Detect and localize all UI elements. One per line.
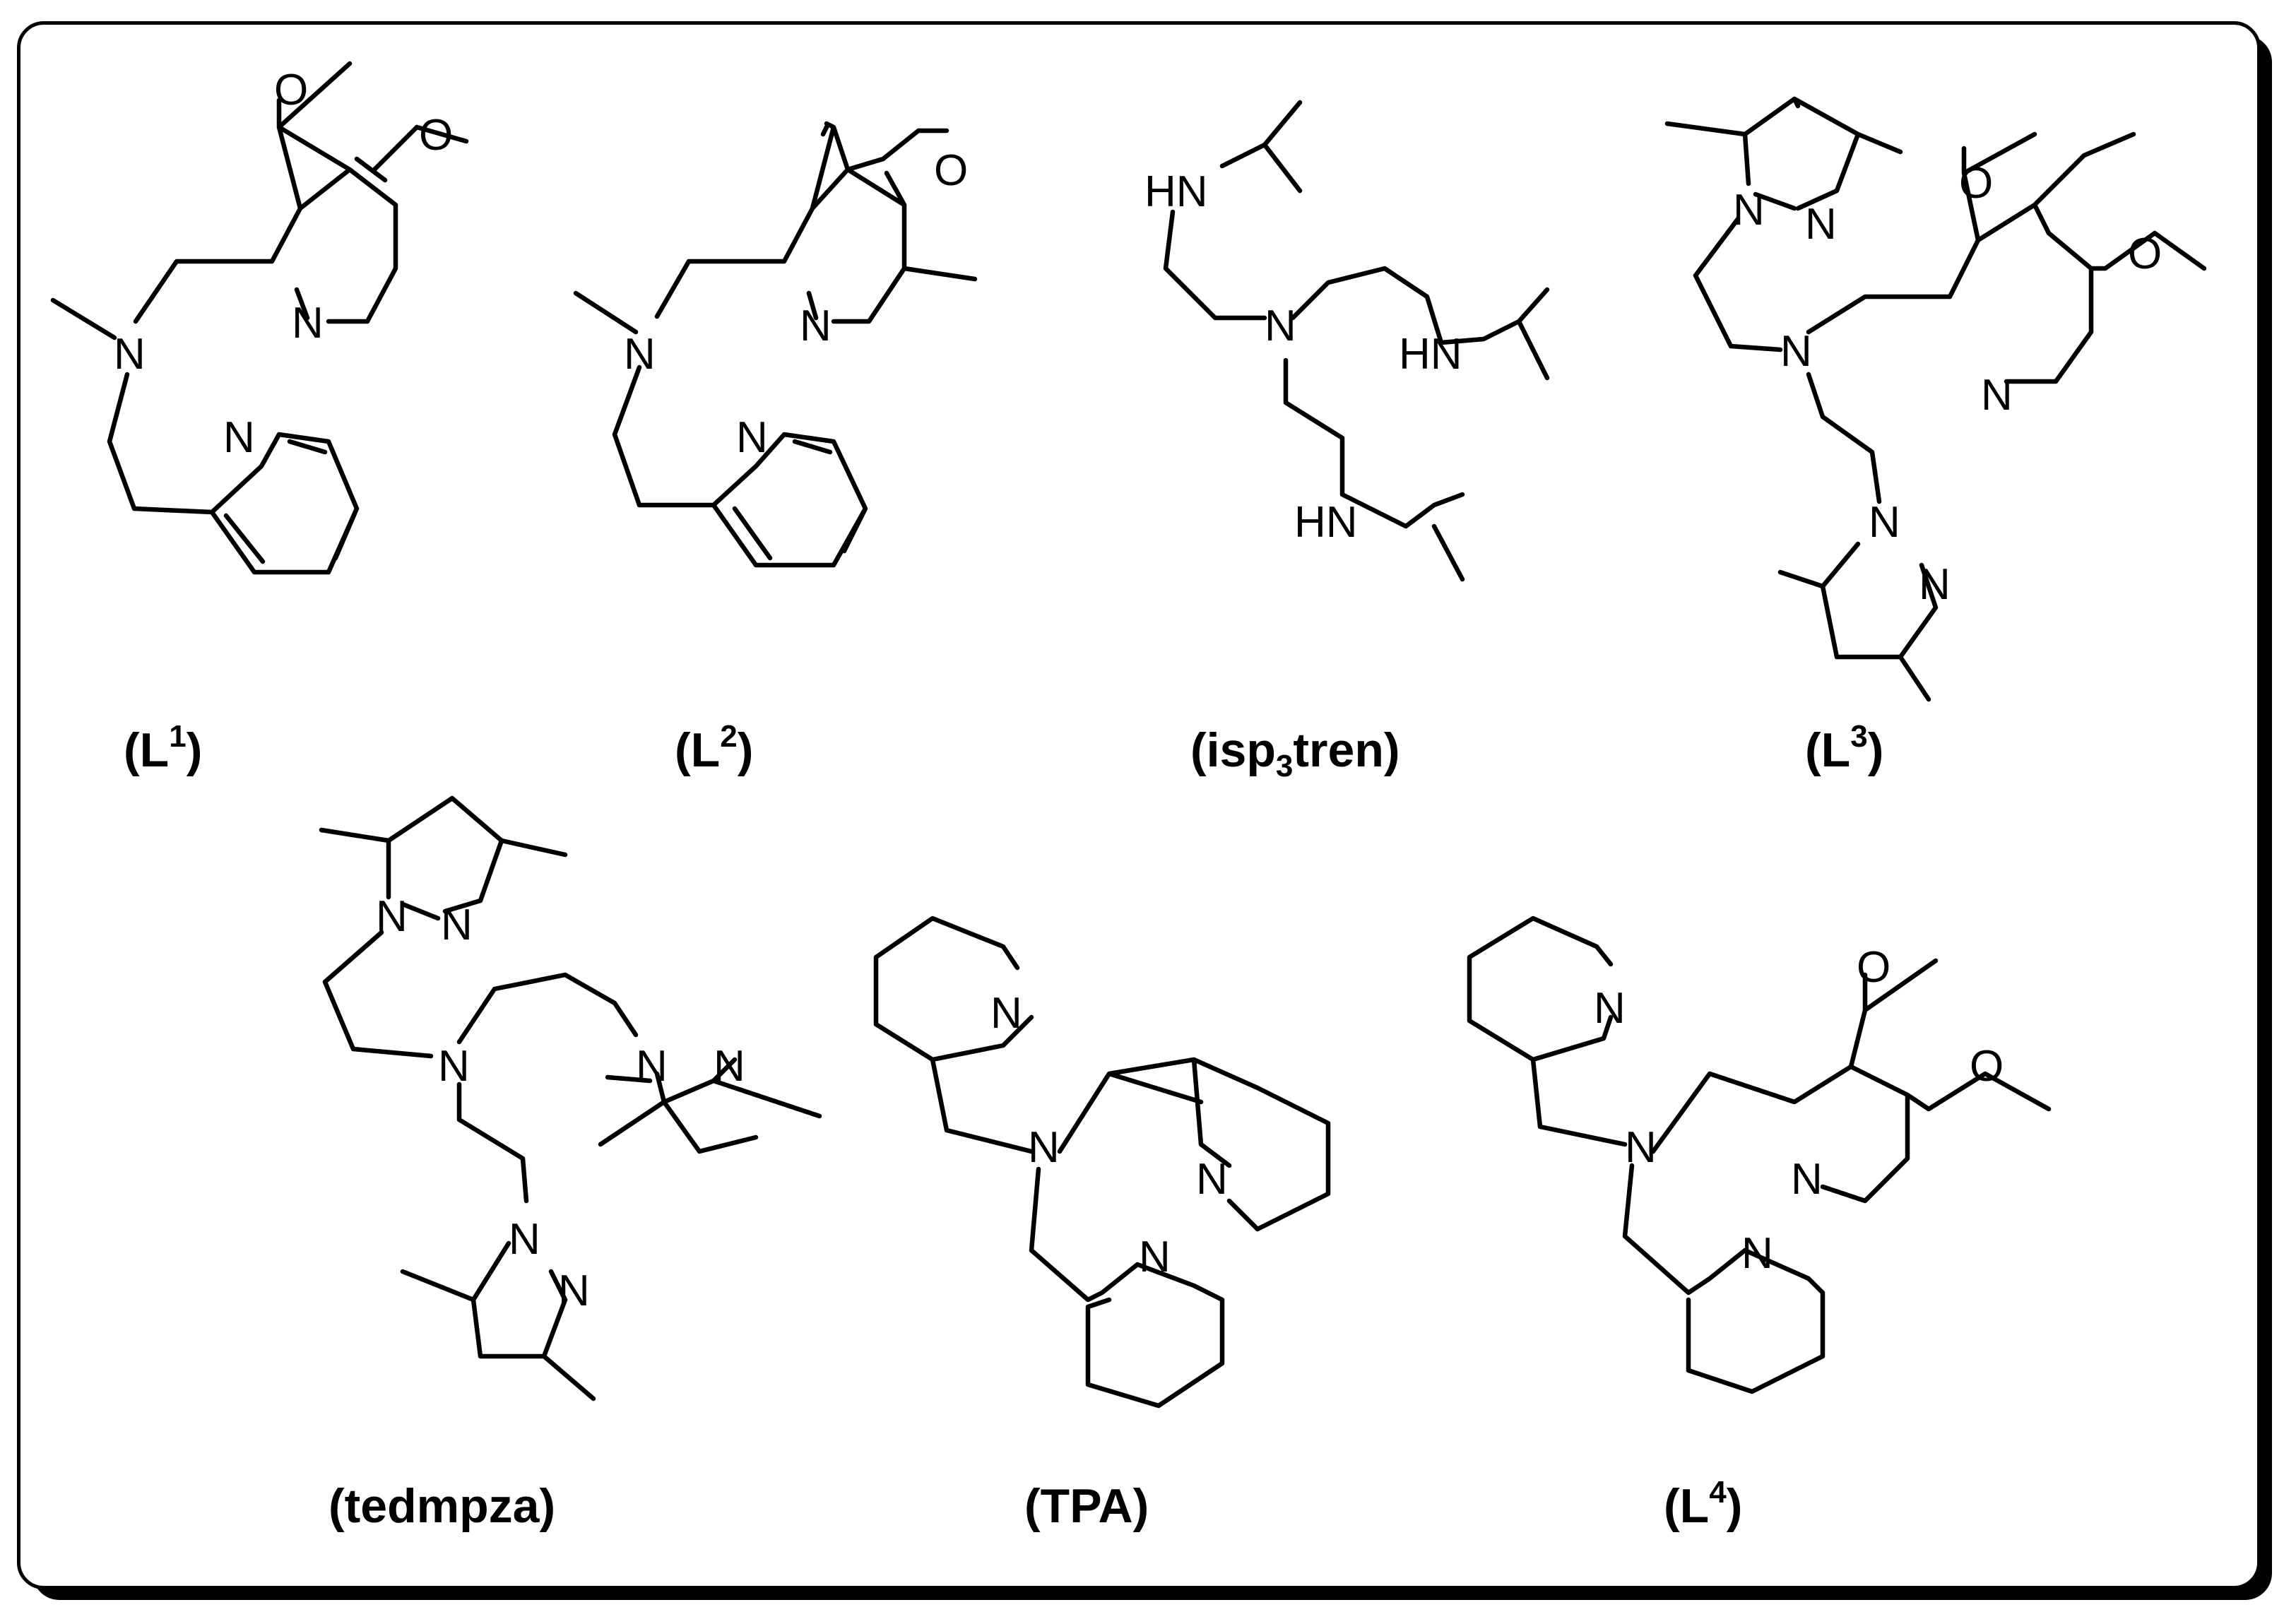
atom-n: N bbox=[376, 892, 408, 941]
atom-n: N bbox=[1265, 302, 1296, 350]
atom-n: N bbox=[736, 413, 768, 462]
compound-labels: (L1) (L2) (isp3tren) (L3) (tedmpza) (TPA… bbox=[124, 719, 1883, 1533]
atom-o: O bbox=[1970, 1042, 2004, 1091]
label-l4: (L4) bbox=[1664, 1475, 1742, 1533]
atom-n: N bbox=[1791, 1155, 1823, 1204]
structure-tpa bbox=[873, 915, 1331, 1409]
label-l3: (L3) bbox=[1805, 719, 1883, 777]
atom-labels: O O N N N O N N N HN N HN HN N N O O N N… bbox=[114, 66, 2162, 1315]
atom-n: N bbox=[1780, 327, 1812, 376]
atom-n: N bbox=[441, 901, 473, 949]
atom-n: N bbox=[1028, 1123, 1060, 1172]
atom-n: N bbox=[1869, 498, 1900, 547]
structure-l3 bbox=[1664, 96, 2207, 702]
atom-n: N bbox=[509, 1215, 540, 1264]
atom-n: N bbox=[624, 330, 656, 379]
atom-n: N bbox=[558, 1267, 590, 1315]
atom-o: O bbox=[274, 66, 308, 114]
atom-o: O bbox=[419, 111, 453, 160]
atom-n: N bbox=[114, 330, 146, 379]
atom-o: O bbox=[1857, 943, 1890, 992]
atom-n: N bbox=[714, 1042, 745, 1091]
structure-l2 bbox=[573, 121, 978, 568]
atom-n: N bbox=[1741, 1229, 1773, 1278]
atom-n: N bbox=[223, 413, 255, 462]
atom-n: N bbox=[1981, 371, 2013, 420]
atom-n: N bbox=[800, 302, 832, 350]
structure-isp3tren bbox=[1163, 100, 1550, 582]
atom-hn: HN bbox=[1294, 498, 1358, 547]
atom-n: N bbox=[1139, 1233, 1171, 1281]
atom-o: O bbox=[1959, 159, 1993, 208]
atom-n: N bbox=[636, 1042, 668, 1091]
atom-n: N bbox=[1805, 200, 1837, 249]
atom-n: N bbox=[292, 299, 324, 348]
atom-n: N bbox=[438, 1042, 470, 1091]
atom-o: O bbox=[2128, 230, 2162, 278]
label-tedmpza: (tedmpza) bbox=[329, 1479, 555, 1533]
label-l1: (L1) bbox=[124, 719, 202, 777]
label-tpa: (TPA) bbox=[1024, 1479, 1149, 1533]
label-l2: (L2) bbox=[675, 719, 753, 777]
structure-tedmpza bbox=[319, 795, 822, 1401]
atom-n: N bbox=[1594, 984, 1626, 1033]
atom-hn: HN bbox=[1399, 330, 1462, 379]
atom-n: N bbox=[1625, 1123, 1657, 1172]
atom-n: N bbox=[1196, 1155, 1228, 1204]
figure-panel bbox=[17, 21, 2261, 1589]
label-isp3tren: (isp3tren) bbox=[1190, 723, 1400, 783]
atom-hn: HN bbox=[1144, 167, 1208, 216]
atom-n: N bbox=[1919, 560, 1951, 609]
atom-n: N bbox=[990, 989, 1022, 1038]
structure-l4 bbox=[1467, 915, 2052, 1394]
atom-o: O bbox=[934, 146, 968, 195]
atom-n: N bbox=[1733, 186, 1765, 235]
structure-l1 bbox=[50, 61, 469, 575]
